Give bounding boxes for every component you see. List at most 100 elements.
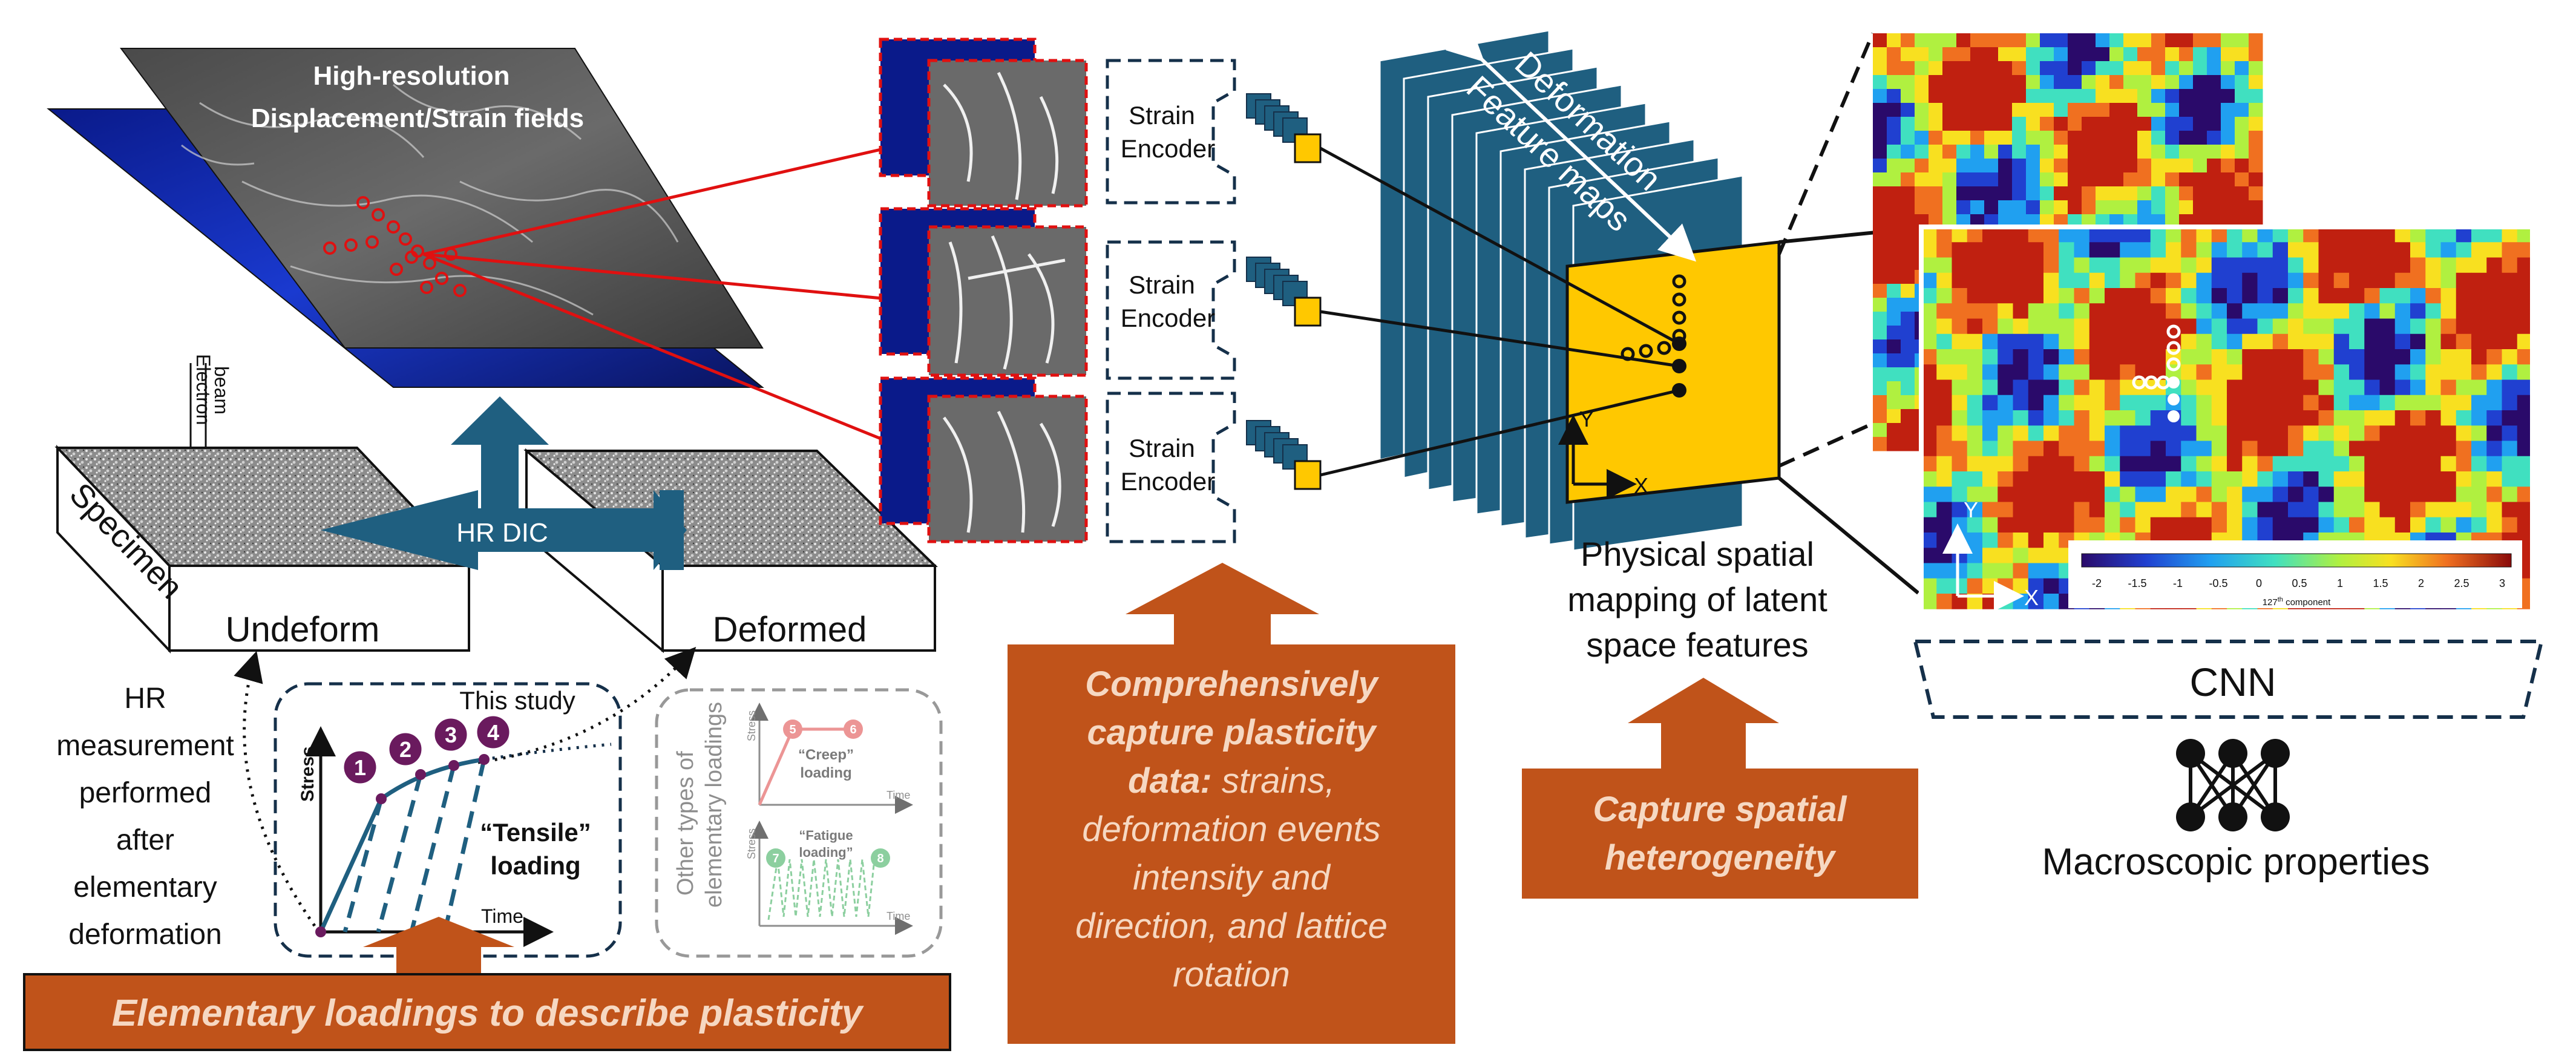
heatmap-cell [2013,487,2029,502]
tensile-loading-label-2: loading [490,851,580,880]
heatmap-cell [2105,471,2120,487]
heatmap-cell [1982,517,1998,533]
heatmap-cell [1982,563,1998,579]
heatmap-cell [2043,379,2059,396]
heatmap-cell [1915,75,1929,90]
heatmap-cell [2486,487,2502,502]
heatmap-cell [1887,47,1901,62]
heatmap-cell [2349,425,2365,441]
heatmap-cell [1873,47,1887,62]
heatmap-cell [1982,227,1998,243]
heatmap-cell [2137,131,2152,145]
heatmap-cell [2471,517,2487,533]
heatmap-cell [1901,61,1915,76]
heatmap-cell [1901,214,1915,229]
heatmap-cell [2012,159,2027,173]
heatmap-cell [2109,200,2124,215]
heatmap-cell [1984,145,1999,159]
heatmap-cell [2502,425,2518,441]
heatmap-cell [2028,517,2044,533]
heatmap-cell [2013,288,2029,304]
heatmap-cell [2364,410,2380,426]
heatmap-cell [2456,303,2472,319]
heatmap-cell [2379,425,2396,441]
heatmap-cell [2043,242,2059,258]
heatmap-cell [2105,227,2120,243]
heatmap-cell [2272,471,2289,487]
heatmap-cell [2028,578,2044,594]
heatmap-cell [2166,517,2181,533]
heatmap-cell [2227,272,2243,289]
heatmap-cell [2379,364,2396,380]
heatmap-cell [1936,395,1952,411]
heatmap-cell [2074,502,2090,518]
heatmap-cell [2179,159,2194,173]
heatmap-cell [1873,326,1887,340]
heatmap-cell [1873,298,1887,312]
heatmap-cell [1998,257,2013,274]
heatmap-cell [2196,425,2212,441]
latent-x-label: X [1634,473,1648,498]
heatmap-cell [1956,172,1971,187]
heatmap-cell [2040,131,2054,145]
heatmap-cell [1929,172,1943,187]
heatmap-cell [2486,272,2502,289]
heatmap-cell [2235,131,2249,145]
heatmap-cell [2026,131,2040,145]
heatmap-cell [2120,471,2135,487]
heatmap-cell [2207,33,2221,48]
heatmap-cell [2165,47,2180,62]
heatmap-cell [2028,333,2044,350]
heatmap-cell [2151,33,2166,48]
heatmap-cell [2471,471,2487,487]
heatmap-cell [2089,471,2105,487]
heatmap-cell [1952,379,1968,396]
heatmap-cell [2150,288,2166,304]
heatmap-cell [2235,186,2249,201]
heatmap-cell [2471,303,2487,319]
heatmap-cell [2043,533,2059,548]
heatmap-cell [2272,364,2289,380]
heatmap-cell [2410,349,2426,365]
heatmap-cell [2181,333,2197,350]
heatmap-cell [2227,395,2243,411]
heatmap-cell [2318,517,2335,533]
heatmap-cell [2410,471,2426,487]
heatmap-cell [2425,318,2441,335]
heatmap-cell [1982,379,1998,396]
heatmap-cell [2471,288,2487,304]
heatmap-cell [2028,456,2044,472]
heatmap-cell [1982,471,1998,487]
heatmap-cell [2221,172,2235,187]
heatmap-cell [2272,425,2289,441]
heatmap-cell [2089,395,2105,411]
heatmap-cell [1936,563,1952,579]
heatmap-cell [2059,456,2074,472]
heatmap-cell [2242,257,2258,274]
heatmap-cell [2043,288,2059,304]
heatmap-cell [2272,288,2289,304]
plane-title-line1: High-resolution [313,61,510,91]
heatmap-cell [2211,502,2227,518]
heatmap-cell [2257,471,2273,487]
heatmap-cell [2502,349,2518,365]
heatmap-cell [2456,471,2472,487]
heatmap-cell [2089,487,2105,502]
heatmap-cell [2207,145,2221,159]
heatmap-cell [2193,75,2207,90]
heatmap-cell [2394,517,2411,533]
heatmap-cell [2318,364,2335,380]
heatmap-cell [2471,318,2487,335]
heatmap-cell [2318,242,2335,258]
heatmap-cell [2288,364,2304,380]
crop-bottom [879,376,1088,543]
heatmap-cell [1956,117,1971,131]
heatmap-cell [1970,103,1985,117]
heatmap-cell [2221,145,2235,159]
heatmap-cell [2425,395,2441,411]
heatmap-cell [2318,395,2335,411]
heatmap-cell [1873,339,1887,354]
heatmap-cell [2196,272,2212,289]
heatmap-cell [2257,487,2273,502]
heatmap-cell [2249,117,2263,131]
